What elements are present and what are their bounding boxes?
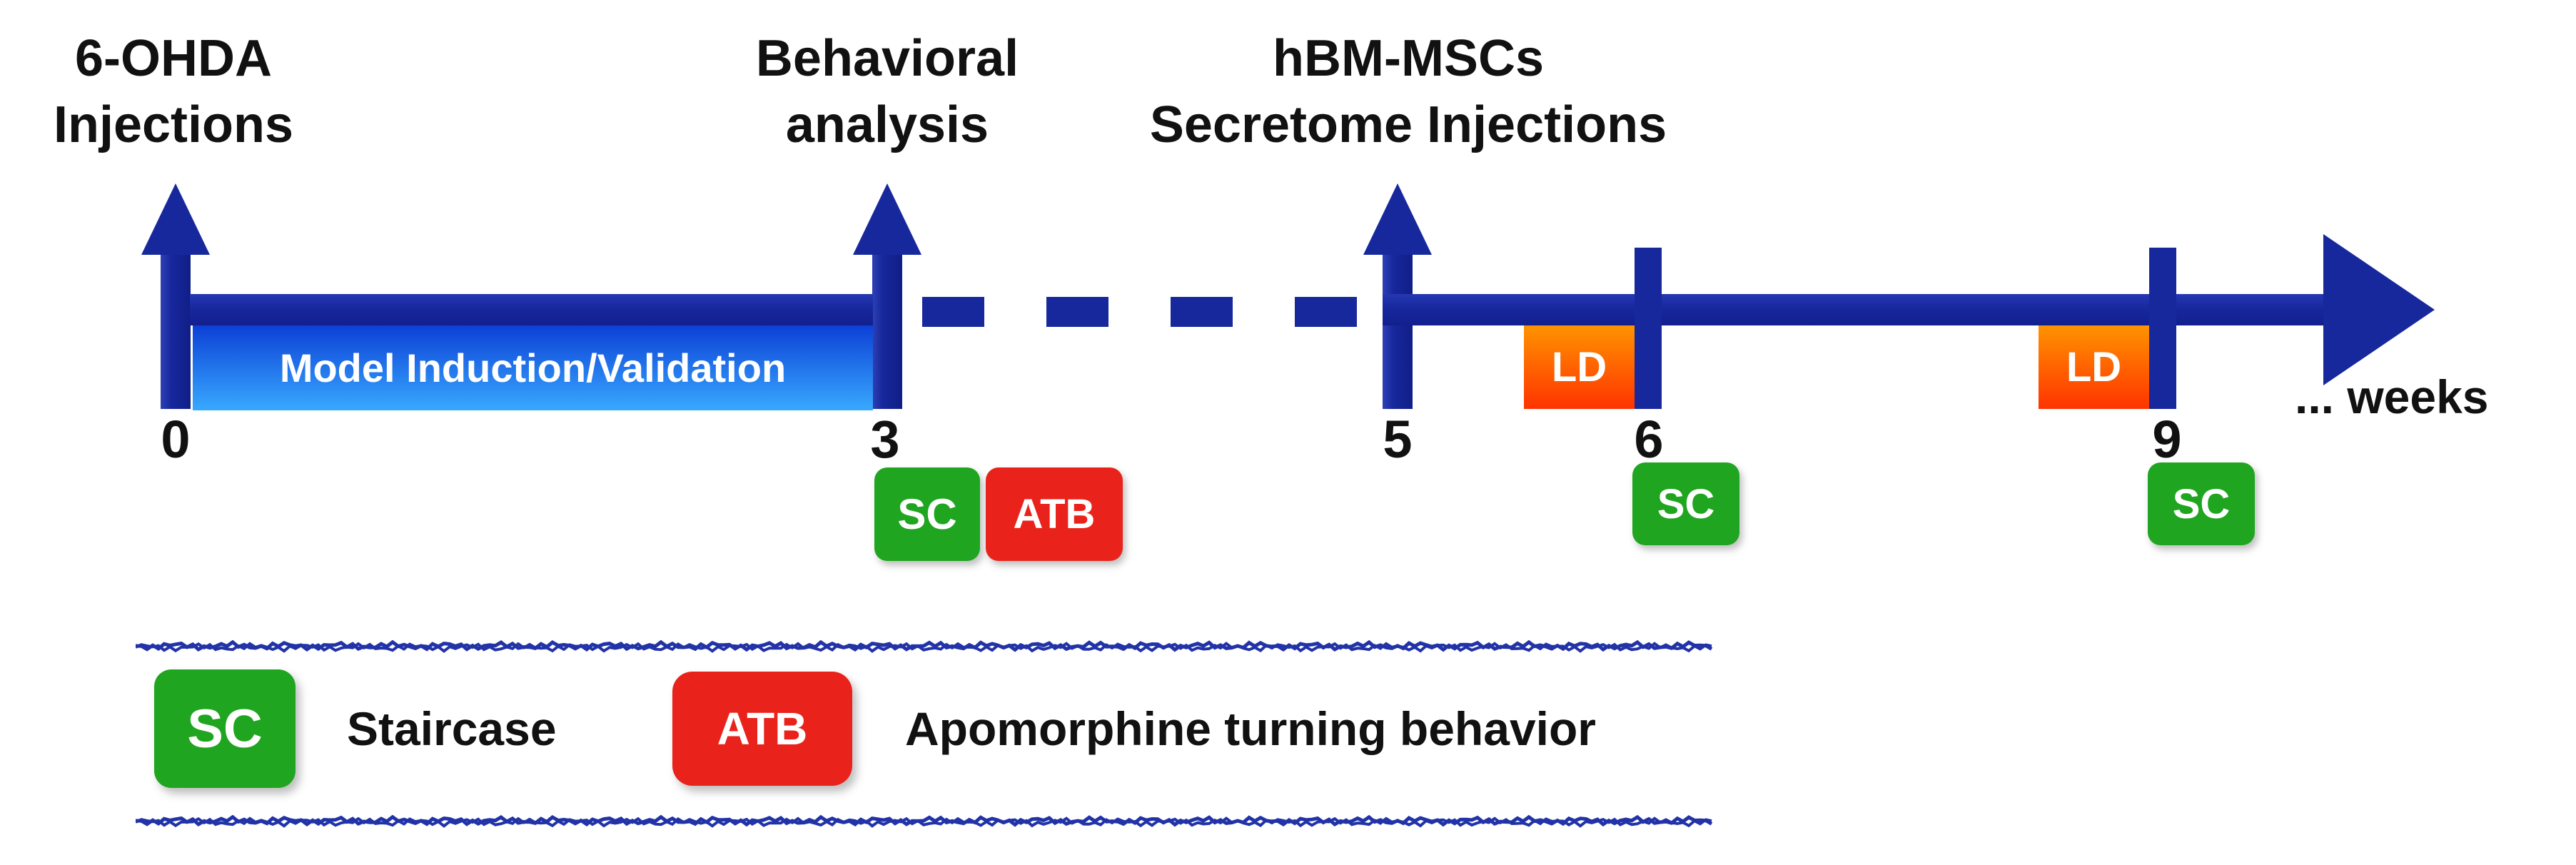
badge-sc-week9-label: SC bbox=[2172, 480, 2231, 527]
title-behavioral-analysis: Behavioral analysis bbox=[730, 26, 1044, 158]
week-label-5: 5 bbox=[1383, 410, 1413, 469]
title-secretome-line1: hBM-MSCs bbox=[1273, 30, 1544, 87]
badge-atb-week3-label: ATB bbox=[1013, 491, 1096, 537]
legend-border-bottom bbox=[136, 815, 1713, 828]
injection-arrow-week0-shaft bbox=[161, 255, 191, 409]
title-6ohda-line1: 6-OHDA bbox=[74, 30, 272, 87]
legend-border-top bbox=[136, 640, 1713, 653]
title-6ohda-injections: 6-OHDA Injections bbox=[16, 26, 330, 158]
legend-atb-label: Apomorphine turning behavior bbox=[905, 702, 1596, 755]
legend-atb-badge: ATB bbox=[672, 672, 852, 786]
timeline-dash-3 bbox=[1171, 297, 1233, 327]
tick-week9 bbox=[2149, 248, 2176, 409]
model-induction-validation-label: Model Induction/Validation bbox=[279, 345, 787, 390]
ld-box-week9: LD bbox=[2039, 325, 2149, 409]
legend-sc-badge: SC bbox=[154, 669, 296, 788]
week-label-6: 6 bbox=[1634, 410, 1664, 469]
behavioral-arrow-week3-shaft bbox=[872, 255, 902, 409]
title-secretome-injections: hBM-MSCs Secretome Injections bbox=[1087, 26, 1729, 158]
secretome-arrow-week5-shaft bbox=[1383, 255, 1413, 409]
week-label-0: 0 bbox=[161, 410, 191, 469]
badge-sc-week3-label: SC bbox=[897, 490, 957, 538]
tick-week6 bbox=[1635, 248, 1662, 409]
badge-sc-week3: SC bbox=[874, 467, 980, 561]
badge-sc-week6: SC bbox=[1632, 462, 1739, 545]
legend-sc-abbr: SC bbox=[187, 698, 263, 759]
timeline-dash-1 bbox=[922, 297, 984, 327]
legend-sc-label: Staircase bbox=[347, 702, 557, 755]
title-6ohda-line2: Injections bbox=[53, 96, 294, 153]
legend-atb-abbr: ATB bbox=[717, 703, 808, 754]
title-behavioral-line2: analysis bbox=[785, 96, 989, 153]
title-secretome-line2: Secretome Injections bbox=[1149, 96, 1667, 153]
injection-arrow-week0-head-icon bbox=[141, 183, 210, 255]
secretome-arrow-week5-head-icon bbox=[1363, 183, 1432, 255]
weeks-unit-label: ... weeks bbox=[2295, 370, 2489, 423]
timeline-arrowhead-icon bbox=[2323, 234, 2435, 385]
timeline-dash-4 bbox=[1295, 297, 1357, 327]
behavioral-arrow-week3-head-icon bbox=[853, 183, 921, 255]
badge-sc-week6-label: SC bbox=[1657, 480, 1715, 527]
ld-box-week6: LD bbox=[1524, 325, 1635, 409]
timeline-bar-segment-1 bbox=[190, 294, 873, 325]
ld-box-week9-label: LD bbox=[2066, 344, 2122, 390]
week-label-9: 9 bbox=[2152, 410, 2182, 469]
ld-box-week6-label: LD bbox=[1551, 344, 1607, 390]
title-behavioral-line1: Behavioral bbox=[755, 30, 1019, 87]
model-induction-validation-box: Model Induction/Validation bbox=[193, 325, 873, 410]
badge-atb-week3: ATB bbox=[986, 467, 1123, 561]
badge-sc-week9: SC bbox=[2148, 462, 2255, 545]
timeline-bar-segment-2 bbox=[1383, 294, 2323, 325]
week-label-3: 3 bbox=[870, 410, 900, 469]
timeline-dash-2 bbox=[1046, 297, 1108, 327]
